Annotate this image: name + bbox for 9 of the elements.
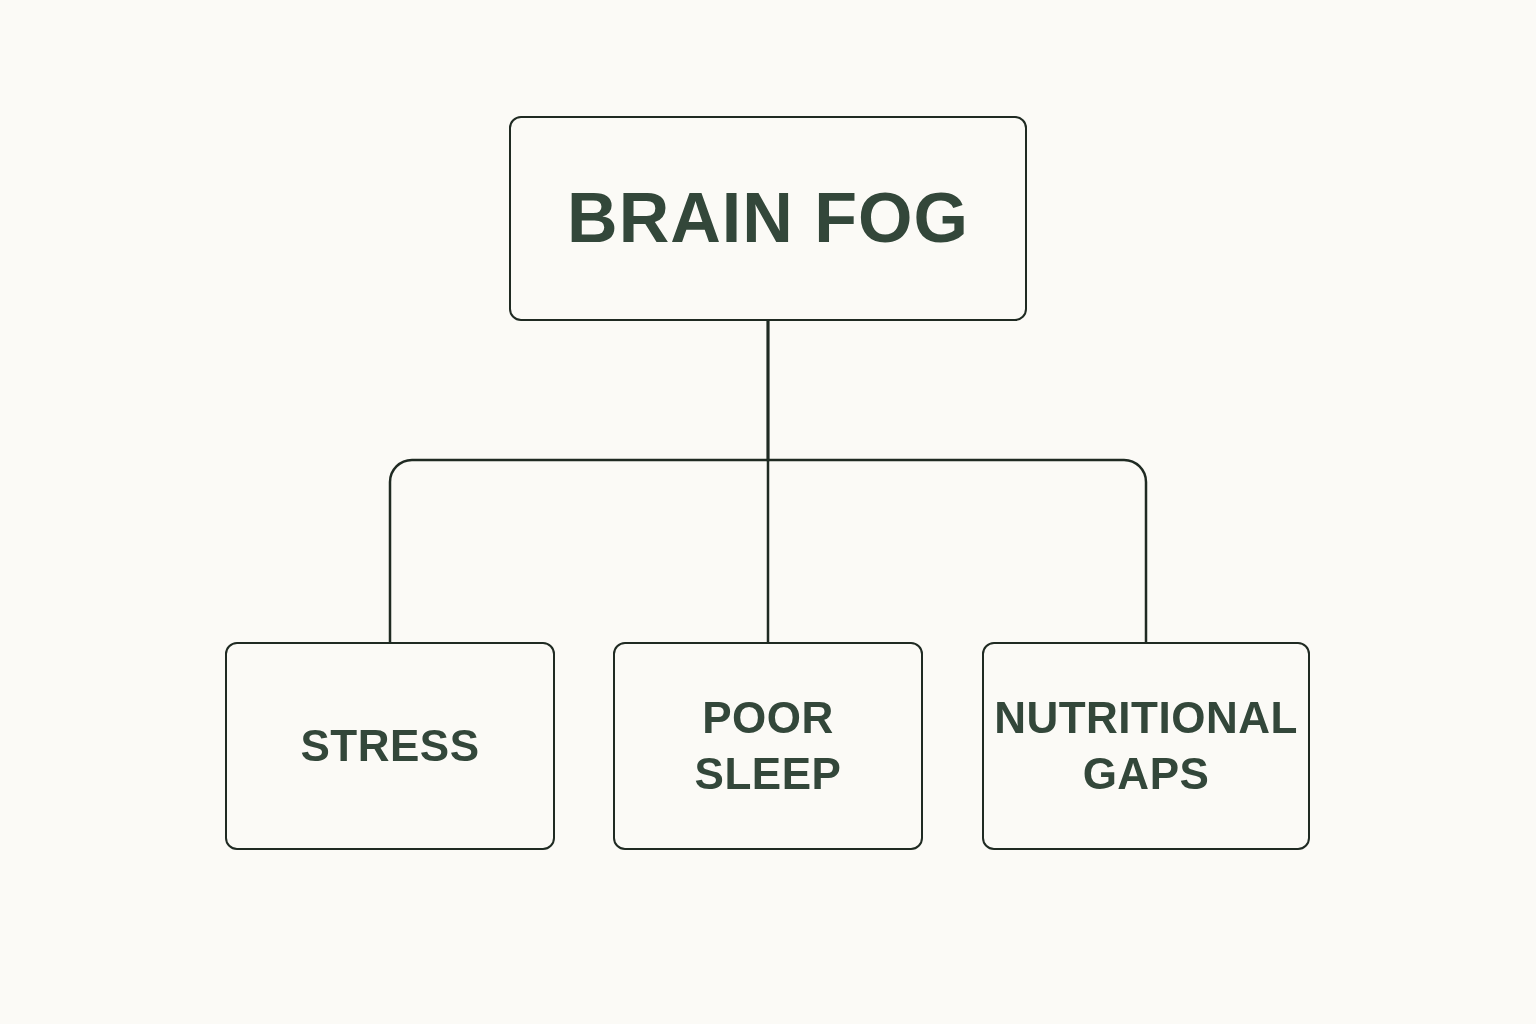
cause-box [613, 642, 923, 850]
cause-label: NUTRITIONAL GAPS [993, 692, 1299, 800]
cause-label: POOR SLEEP [693, 692, 843, 800]
cause-box [225, 642, 555, 850]
topic-title: BRAIN FOG [567, 180, 969, 257]
connector-line [766, 321, 1148, 642]
topic-box [509, 116, 1027, 321]
cause-box [982, 642, 1310, 850]
cause-label: STRESS [300, 720, 480, 773]
